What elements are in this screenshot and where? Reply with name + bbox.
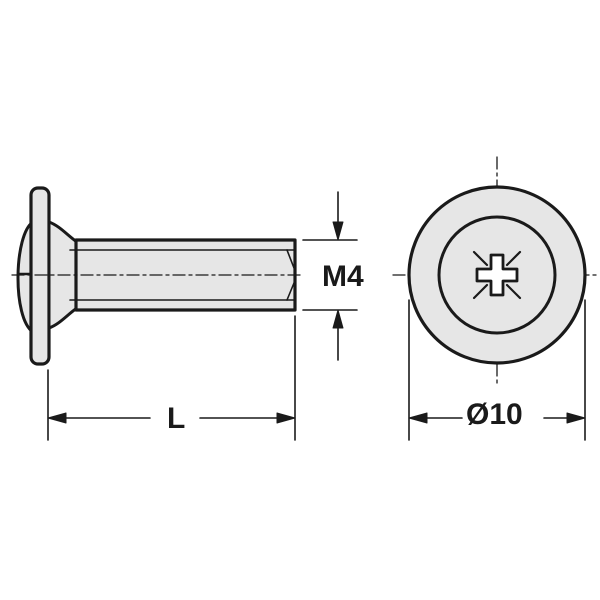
tip-chamfer-top: [286, 249, 295, 269]
thread-size-label: M4: [322, 260, 364, 293]
pozidriv-tick-sw: [472, 283, 489, 300]
pozidriv-tick-nw: [472, 250, 489, 267]
d-arrow-left: [408, 412, 428, 424]
length-label: L: [167, 402, 186, 435]
d-arrow-right: [566, 412, 586, 424]
l-arrow-left: [47, 412, 67, 424]
l-arrow-right: [276, 412, 296, 424]
diameter-label: Ø10: [466, 398, 523, 431]
m4-arrow-top-head: [332, 221, 344, 241]
pozidriv-tick-ne: [505, 250, 522, 267]
screw-flange: [29, 186, 51, 366]
pozidriv-tick-se: [505, 283, 522, 300]
m4-arrow-bottom-head: [332, 309, 344, 329]
pozidriv-cross-recess: [475, 253, 519, 297]
tip-chamfer-bottom: [286, 282, 295, 301]
